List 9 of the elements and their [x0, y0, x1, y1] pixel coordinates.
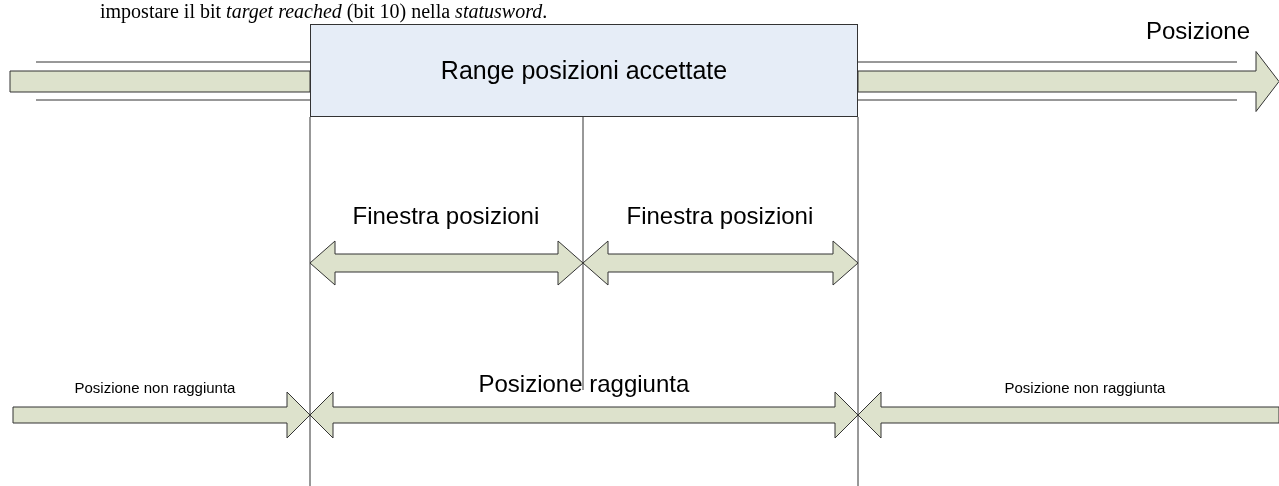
range-label: Finestra posizioni: [626, 203, 814, 230]
range-label: Finestra posizioni: [352, 203, 540, 230]
text-line: impostare il bit target reached (bit 10) nella statusword.: [100, 0, 548, 22]
range-label: Range posizioni accettate: [440, 56, 728, 85]
zone-label: Posizione non raggiunta: [74, 380, 236, 397]
zone-label: Posizione raggiunta: [478, 371, 690, 398]
range-box: [310, 24, 858, 117]
zone-label: Posizione non raggiunta: [1004, 380, 1166, 397]
axis-label: Posizione: [1146, 18, 1251, 45]
